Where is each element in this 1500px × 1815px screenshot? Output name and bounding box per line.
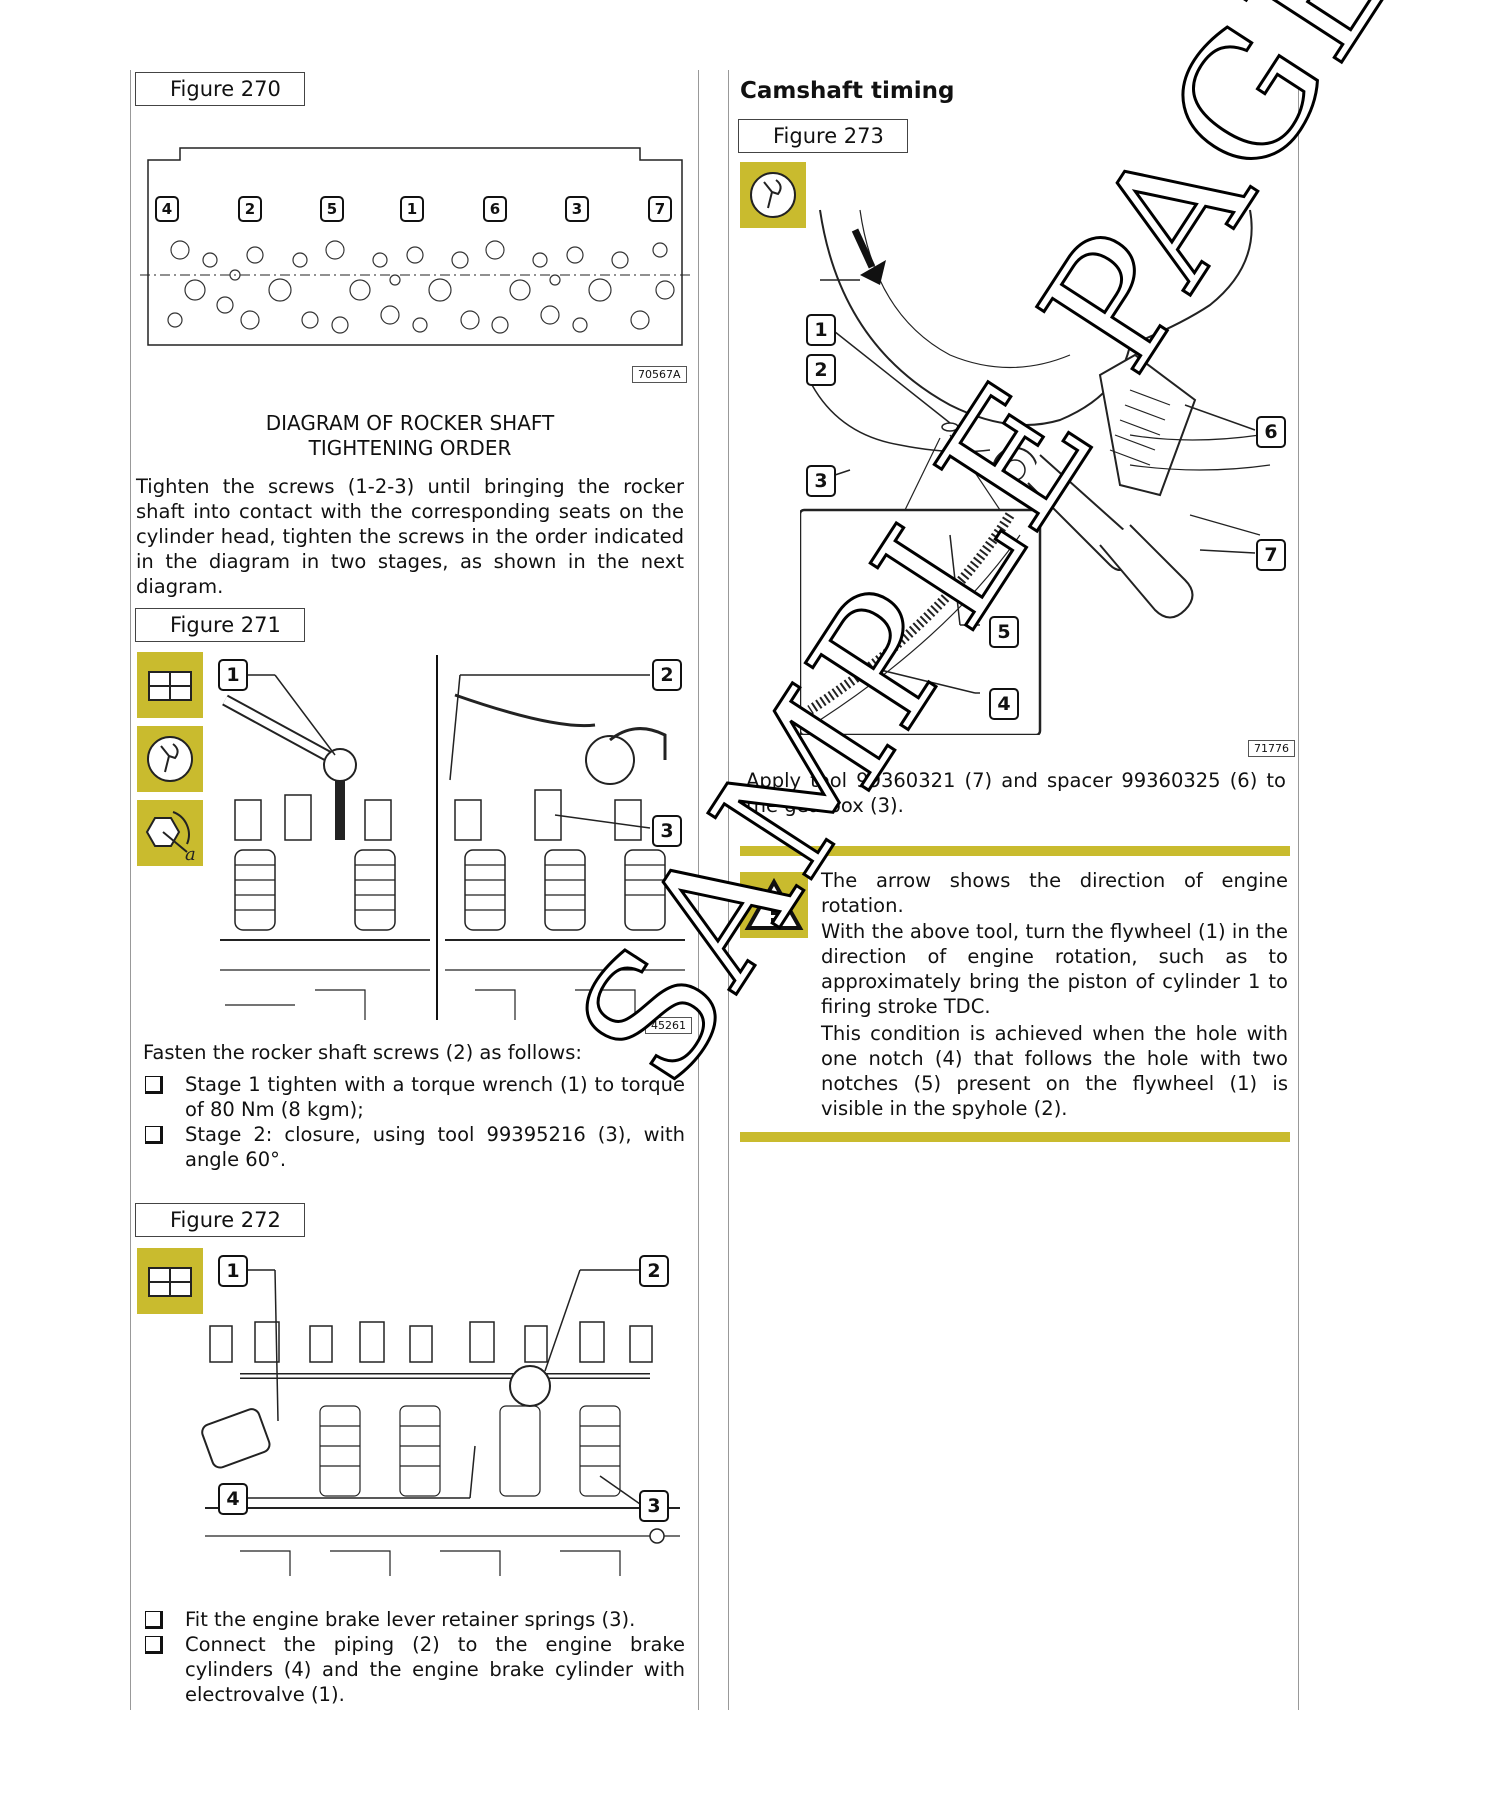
cylinder-head-diagram bbox=[140, 147, 690, 346]
list-item: Stage 2: closure, using tool 99395216 (3… bbox=[145, 1122, 685, 1171]
checkbox-bullet-icon bbox=[145, 1076, 163, 1094]
bolt-number: 4 bbox=[155, 196, 179, 222]
right-margin-line bbox=[1298, 70, 1299, 1710]
left-margin-line bbox=[130, 70, 131, 1710]
figure-270-text: Tighten the screws (1-2-3) until bringin… bbox=[136, 475, 684, 598]
checkbox-bullet-icon bbox=[145, 1126, 163, 1144]
callout-1: 1 bbox=[218, 1255, 248, 1287]
list-item: Connect the piping (2) to the engine bra… bbox=[145, 1632, 685, 1706]
grid-icon bbox=[135, 650, 205, 720]
callout-3: 3 bbox=[652, 815, 682, 847]
figure-273-label: Figure 273 bbox=[738, 119, 908, 153]
callout-7: 7 bbox=[1256, 539, 1286, 571]
section-heading: Camshaft timing bbox=[740, 78, 955, 104]
bolt-number: 1 bbox=[400, 196, 424, 222]
list-item: Fit the engine brake lever retainer spri… bbox=[145, 1607, 685, 1632]
rocker-shaft-illustration bbox=[220, 655, 685, 1020]
warning-line1: The arrow shows the direction of engine … bbox=[821, 869, 1288, 917]
bolt-number: 2 bbox=[238, 196, 262, 222]
callout-3: 3 bbox=[806, 465, 836, 497]
angle-tightening-icon: a bbox=[135, 798, 205, 868]
figure-271-label: Figure 271 bbox=[135, 608, 305, 642]
angle-symbol: a bbox=[185, 844, 196, 865]
column-separator-right bbox=[728, 70, 729, 1710]
bolt-number: 5 bbox=[320, 196, 344, 222]
callout-4: 4 bbox=[218, 1483, 248, 1515]
callout-2: 2 bbox=[639, 1255, 669, 1287]
engine-brake-illustration bbox=[201, 1269, 680, 1576]
callout-1: 1 bbox=[806, 314, 836, 346]
figure-270-caption-line2: TIGHTENING ORDER bbox=[308, 436, 512, 460]
callout-5: 5 bbox=[989, 616, 1019, 648]
figure-271-ref: 45261 bbox=[645, 1017, 692, 1034]
grid-icon bbox=[135, 1246, 205, 1316]
figure-271-intro: Fasten the rocker shaft screws (2) as fo… bbox=[143, 1041, 582, 1064]
figure-272-label: Figure 272 bbox=[135, 1203, 305, 1237]
callout-4: 4 bbox=[989, 688, 1019, 720]
callout-3: 3 bbox=[639, 1490, 669, 1522]
figure-270-label: Figure 270 bbox=[135, 72, 305, 106]
figure-270-caption-line1: DIAGRAM OF ROCKER SHAFT bbox=[265, 411, 555, 435]
figure-273-ref: 71776 bbox=[1248, 740, 1295, 757]
callout-2: 2 bbox=[652, 659, 682, 691]
warning-bottom-rule bbox=[740, 1132, 1290, 1142]
wrench-icon bbox=[738, 160, 808, 230]
warning-top-rule bbox=[740, 846, 1290, 856]
figure-273-text: Apply tool 99360321 (7) and spacer 99360… bbox=[746, 769, 1286, 817]
bolt-number: 6 bbox=[483, 196, 507, 222]
bolt-number: 3 bbox=[565, 196, 589, 222]
list-item: Stage 1 tighten with a torque wrench (1)… bbox=[145, 1072, 685, 1122]
checkbox-bullet-icon bbox=[145, 1636, 163, 1654]
warning-triangle-icon bbox=[740, 872, 808, 938]
warning-paragraph3: This condition is achieved when the hole… bbox=[821, 1022, 1288, 1120]
figure-270-ref: 70567A bbox=[632, 366, 687, 383]
warning-paragraph2: With the above tool, turn the flywheel (… bbox=[821, 920, 1288, 1018]
bolt-number: 7 bbox=[648, 196, 672, 222]
callout-1: 1 bbox=[218, 659, 248, 691]
checkbox-bullet-icon bbox=[145, 1611, 163, 1629]
callout-6: 6 bbox=[1256, 416, 1286, 448]
flywheel-timing-illustration bbox=[800, 209, 1271, 735]
callout-2: 2 bbox=[806, 354, 836, 386]
wrench-icon bbox=[135, 724, 205, 794]
column-separator-left bbox=[698, 70, 699, 1710]
